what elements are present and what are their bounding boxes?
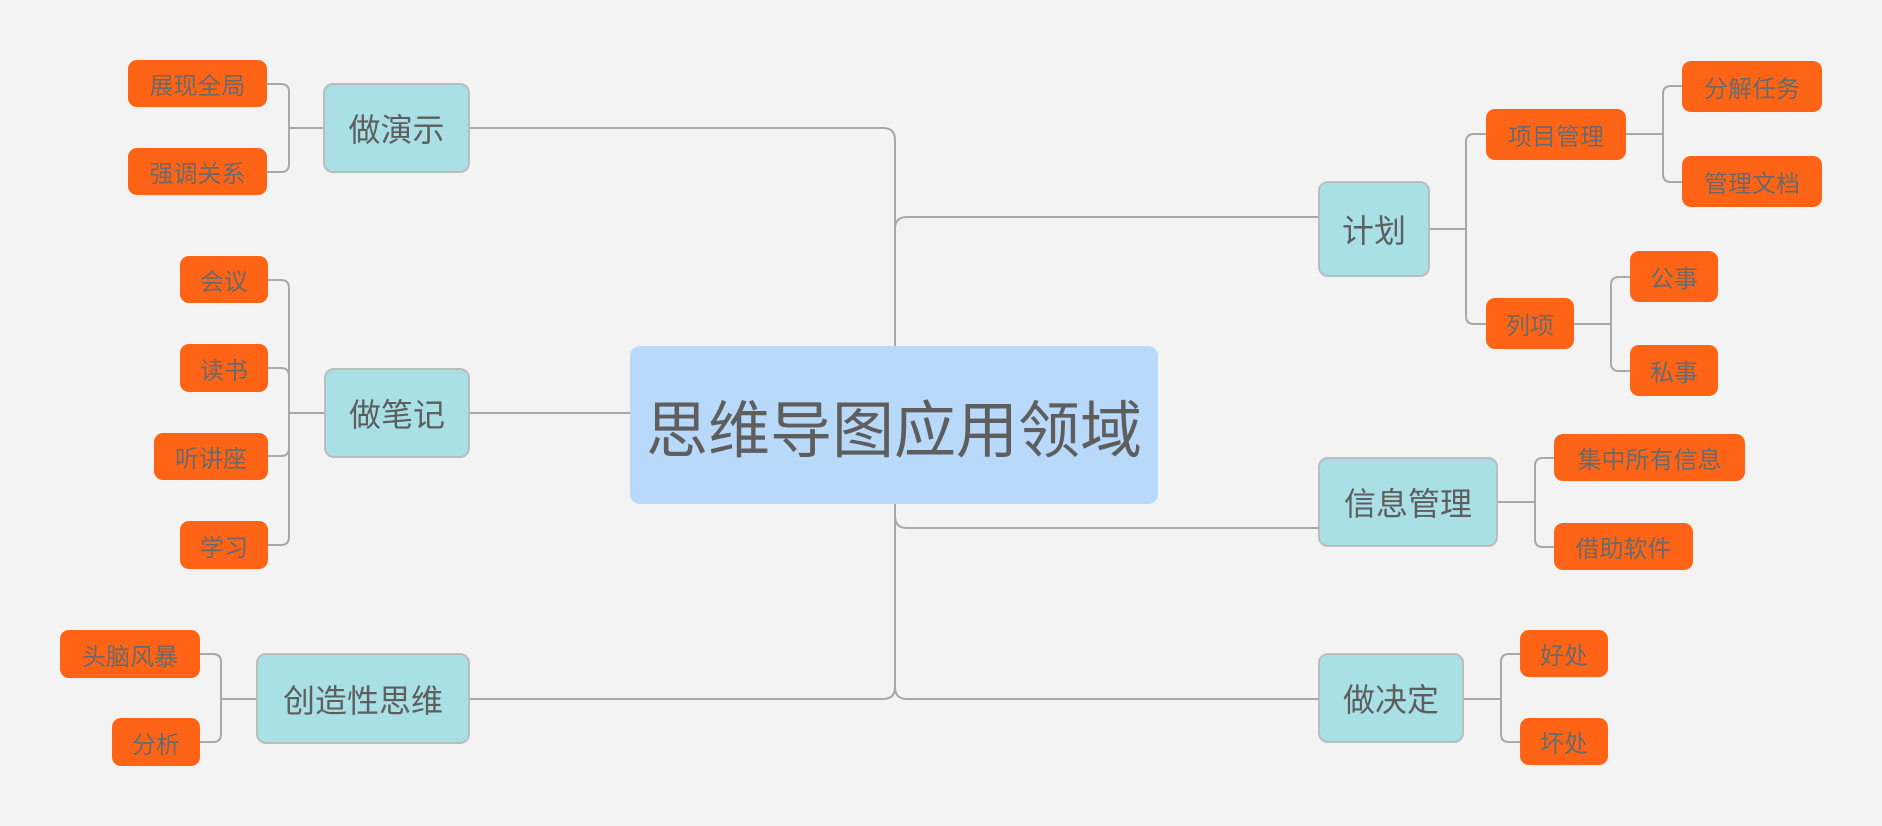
subtopic-break-down-tasks[interactable]: 分解任务 — [1682, 61, 1822, 112]
subtopic-business[interactable]: 公事 — [1630, 251, 1718, 302]
topic-note-taking[interactable]: 做笔记 — [324, 368, 470, 458]
subtopic-show-overview[interactable]: 展现全局 — [128, 60, 267, 107]
subtopic-centralize-information[interactable]: 集中所有信息 — [1554, 434, 1745, 481]
topic-planning[interactable]: 计划 — [1318, 181, 1430, 277]
subtopic-cons[interactable]: 坏处 — [1520, 718, 1608, 765]
subtopic-private[interactable]: 私事 — [1630, 345, 1718, 396]
topic-presentation[interactable]: 做演示 — [323, 83, 470, 173]
topic-creative-thinking[interactable]: 创造性思维 — [256, 653, 470, 744]
subtopic-lecture[interactable]: 听讲座 — [154, 433, 268, 480]
subtopic-study[interactable]: 学习 — [180, 521, 268, 569]
topic-decision-making[interactable]: 做决定 — [1318, 653, 1464, 743]
central-topic[interactable]: 思维导图应用领域 — [630, 346, 1158, 504]
topic-information-management[interactable]: 信息管理 — [1318, 457, 1498, 547]
subtopic-project-management[interactable]: 项目管理 — [1486, 109, 1626, 160]
subtopic-reading[interactable]: 读书 — [180, 344, 268, 392]
subtopic-emphasize-relations[interactable]: 强调关系 — [128, 148, 267, 195]
subtopic-manage-documents[interactable]: 管理文档 — [1682, 156, 1822, 207]
subtopic-meeting[interactable]: 会议 — [180, 256, 268, 303]
subtopic-brainstorm[interactable]: 头脑风暴 — [60, 630, 200, 678]
subtopic-analysis[interactable]: 分析 — [112, 718, 200, 766]
subtopic-pros[interactable]: 好处 — [1520, 630, 1608, 677]
subtopic-list-items[interactable]: 列项 — [1486, 298, 1574, 349]
subtopic-use-software[interactable]: 借助软件 — [1554, 523, 1693, 570]
